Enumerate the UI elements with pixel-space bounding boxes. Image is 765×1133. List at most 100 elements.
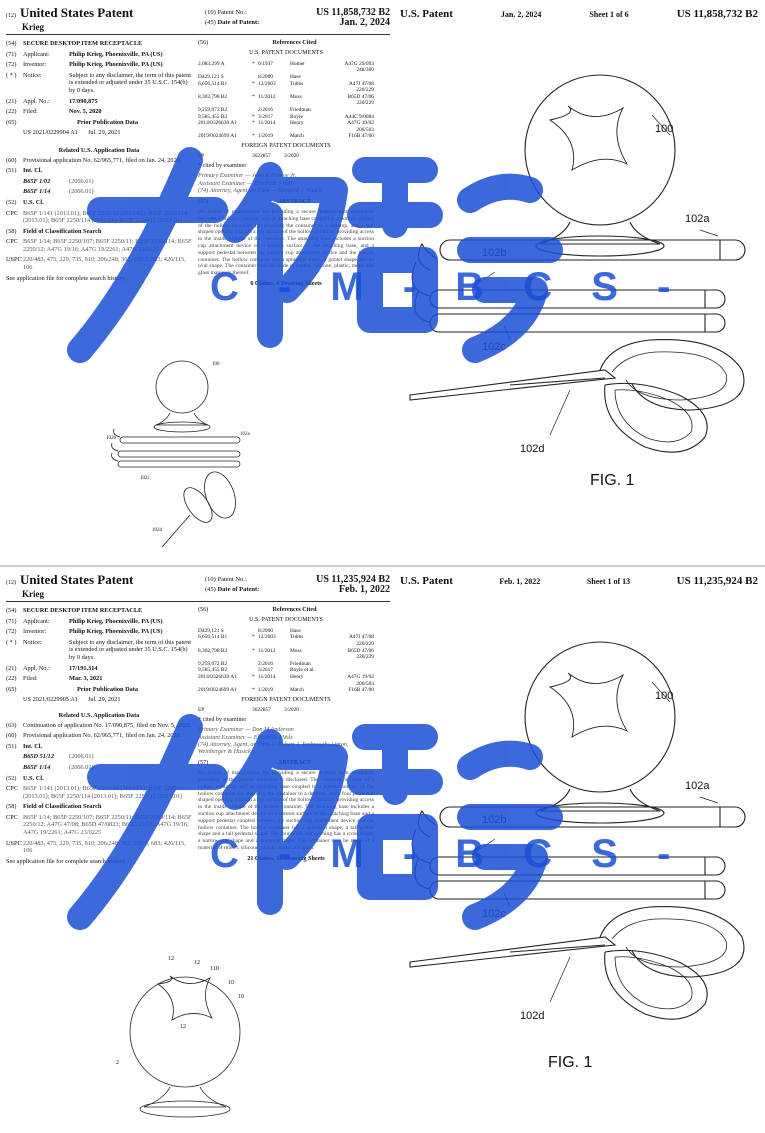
ref-flag: * xyxy=(252,60,255,67)
fig-1-drawing: 100 102a 102b 102c 102d FIG. 1 xyxy=(409,641,746,1071)
ref-name: Tubbs xyxy=(290,634,304,641)
code-54: (54) xyxy=(6,40,17,47)
assistant-examiner: Assistant Examiner — Elizabeth J Volz xyxy=(198,734,293,741)
thumb-label-12a: 12 xyxy=(168,956,174,962)
fref-country: EP xyxy=(198,707,205,714)
ref-date: 11/2012 xyxy=(258,93,276,100)
prior-pub-number: US 2021/0229905 A1 xyxy=(23,696,78,704)
filed-label: Filed: xyxy=(23,675,38,683)
code-60: (60) xyxy=(6,156,17,164)
ref-name: Moss xyxy=(290,93,302,100)
patent-number-block: (10) Patent No.:US 11,858,732 B2 (45) Da… xyxy=(205,8,390,28)
patent-number: US 11,235,924 B2 xyxy=(316,574,390,585)
ref-date: 12/2003 xyxy=(258,634,276,641)
code-10: (10) xyxy=(205,576,216,583)
related-heading: Related U.S. Application Data xyxy=(58,146,140,154)
field-search-label: Field of Classification Search xyxy=(23,803,102,811)
sheet-header: U.S. Patent Jan. 2, 2024 Sheet 1 of 6 US… xyxy=(400,8,758,20)
ref-cls xyxy=(330,661,374,668)
ref-flag: * xyxy=(252,673,255,680)
tool-102c xyxy=(414,858,726,900)
ref-no: 9,585,455 B2 xyxy=(198,113,228,120)
date-label: Date of Patent: xyxy=(217,586,260,593)
fig-1-drawing: 100 102a 102b 102c 102d FIG. 1 xyxy=(409,74,746,489)
code-52: (52) xyxy=(6,198,17,206)
ref-date: 8/2000 xyxy=(258,627,273,634)
field-cpc-label: CPC xyxy=(6,238,18,246)
label-102b: 102b xyxy=(482,814,506,826)
attorney: (74) Attorney, Agent, or Firm — Stanford… xyxy=(198,188,322,195)
claims-count: 21 Claims, 13 Drawing Sheets xyxy=(247,855,325,862)
ref-flag: * xyxy=(252,80,255,87)
notice-label: Notice: xyxy=(23,71,42,79)
inventor-short: Krieg xyxy=(22,22,44,32)
code-63: (63) xyxy=(6,721,17,729)
ref-no: 6,656,514 B1 xyxy=(198,634,228,641)
ref-no: 2,083,299 A xyxy=(198,60,225,67)
references-heading: References Cited xyxy=(272,607,317,613)
label-100: 100 xyxy=(655,690,673,702)
fref-no: 3622857 xyxy=(252,153,271,160)
biblio-fields: (54)SECURE DESKTOP ITEM RECEPTACLE (71)A… xyxy=(6,40,192,285)
code-58: (58) xyxy=(6,227,17,235)
code-56: (56) xyxy=(198,40,209,46)
int-cl-2: B65F 1/14 xyxy=(23,763,51,771)
ref-date: 1/2019 xyxy=(258,133,273,140)
ref-no: 8,302,798 B2 xyxy=(198,93,228,100)
ref-no: 2019/0024699 A1 xyxy=(198,133,237,140)
inventor-label: Inventor: xyxy=(23,61,47,69)
references-heading: References Cited xyxy=(272,40,317,46)
ref-name: Homer xyxy=(290,60,305,67)
int-cl-label: Int. Cl. xyxy=(23,742,43,750)
thumb-label-2: 2 xyxy=(116,1060,119,1066)
thumb-label-110: 110 xyxy=(210,966,219,972)
patent-no-label: Patent No.: xyxy=(217,576,247,583)
applicant-label: Applicant: xyxy=(23,617,50,625)
ref-name: Boyle et al. xyxy=(290,667,315,674)
sheet-date: Jan. 2, 2024 xyxy=(500,10,542,19)
label-102c: 102c xyxy=(482,341,506,353)
prior-pub-date: Jul. 29, 2021 xyxy=(87,129,121,137)
code-72: (72) xyxy=(6,61,17,69)
thumb-label-102c: 102c xyxy=(140,476,151,481)
ref-cls: A47J 47/08 220/229 xyxy=(348,634,374,647)
invention-title: SECURE DESKTOP ITEM RECEPTACLE xyxy=(23,607,143,614)
field-cpc: B65F 1/14; B65F 2250/107; B65F 2250/11; … xyxy=(23,813,192,837)
header-rule xyxy=(6,34,390,35)
code-71: (71) xyxy=(6,50,17,58)
thumb-label-102d: 102d xyxy=(152,528,163,533)
prior-pub-heading: Prior Publication Data xyxy=(76,118,139,126)
ref-date: 2/2016 xyxy=(258,660,273,667)
ref-cls xyxy=(330,74,374,81)
fref-no: 3622857 xyxy=(252,707,271,714)
sphere-container xyxy=(524,74,676,257)
code-58: (58) xyxy=(6,803,17,811)
ref-name: Hase xyxy=(290,74,301,80)
thumb-label-12b: 12 xyxy=(194,960,200,966)
patent-number-block: (10) Patent No.:US 11,235,924 B2 (45) Da… xyxy=(205,575,390,595)
biblio-column: (12) United States Patent Krieg xyxy=(6,573,192,599)
ref-no: 8,302,798 B2 xyxy=(198,647,228,654)
ref-date: 3/2017 xyxy=(258,113,273,120)
fig-1-caption: FIG. 1 xyxy=(548,1054,593,1071)
appl-no: 17/090,875 xyxy=(69,97,98,105)
appl-no: 17/191,314 xyxy=(69,664,98,672)
ref-cls: F16B 47/00 xyxy=(348,687,374,694)
label-102a: 102a xyxy=(685,780,710,792)
uspc: 220/483, 475, 229, 735, 810; 206/248, 36… xyxy=(23,839,186,855)
code-22: (22) xyxy=(6,675,17,683)
code-60: (60) xyxy=(6,732,17,740)
code-57: (57) xyxy=(198,198,209,205)
patent-date: Feb. 1, 2022 xyxy=(338,584,390,595)
ref-cls: B65D 47/06 220/229 xyxy=(347,93,374,107)
